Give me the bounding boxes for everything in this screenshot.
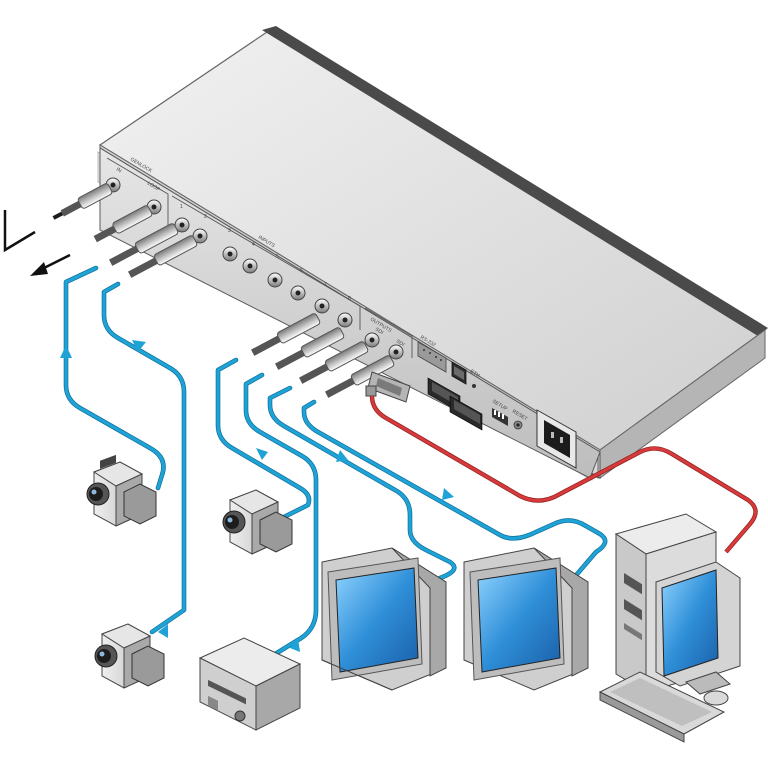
power-inlet	[536, 409, 577, 469]
cable-output-2-to-monitor-2	[302, 400, 607, 582]
cable-arrow-3	[158, 624, 168, 638]
output-sdi-label: SDI	[374, 327, 384, 336]
bnc-plug-output-1	[299, 341, 369, 384]
input-number-2: 2	[204, 214, 207, 220]
bnc-plug-genlock-loop	[93, 205, 153, 243]
bnc-plug-genlock-in	[52, 183, 113, 220]
input-number-8: 8	[348, 296, 351, 302]
media-player-icon	[198, 637, 302, 731]
genlock-section-border	[106, 157, 169, 236]
bnc-socket-in-3	[222, 246, 238, 262]
bnc-socket-in-7	[314, 298, 330, 314]
inputs-section-border	[171, 195, 361, 330]
input-number-1: 1	[180, 204, 183, 210]
cable-camera-3-to-input-7	[216, 358, 311, 522]
mouse-icon	[703, 690, 729, 706]
unit-top-rim	[262, 26, 768, 336]
camera-3-icon	[222, 489, 293, 555]
bnc-plug-input-8	[275, 327, 345, 370]
outputs-section-border	[364, 307, 413, 358]
bnc-socket-in-4	[242, 258, 258, 274]
ethernet-label: ETH	[469, 369, 481, 379]
bnc-plug-input-7	[251, 313, 321, 356]
bnc-socket-in-8	[337, 312, 353, 328]
rs232-port-shell	[417, 341, 447, 373]
bnc-plugs	[52, 183, 395, 398]
loop-output-arrow-icon	[30, 253, 71, 276]
cable-arrow-5	[290, 638, 300, 652]
cable-arrow-2	[132, 340, 146, 352]
bnc-socket-out-1	[364, 332, 380, 348]
input-number-6: 6	[300, 268, 303, 274]
cable-arrow-1	[60, 345, 72, 358]
genlock-in-label: IN	[115, 167, 123, 175]
cable-camera-1-to-input-1	[64, 266, 166, 490]
ethernet-port: ETH	[451, 361, 481, 388]
cable-camera-2-to-input-2	[102, 282, 186, 634]
cable-output-1-to-monitor-1	[268, 386, 456, 590]
cable-arrow-7	[442, 488, 454, 500]
db9-plug	[365, 371, 411, 403]
input-number-7: 7	[324, 282, 327, 288]
bnc-socket-in-6	[290, 285, 306, 301]
bnc-socket-out-2	[388, 344, 404, 360]
cable-player-to-input-8	[244, 373, 318, 658]
bnc-socket-in-1	[174, 217, 190, 233]
output-sdi2-label: SDI	[395, 339, 405, 348]
cable-arrow-6	[336, 450, 348, 462]
input-number-4: 4	[252, 242, 255, 248]
bnc-plug-input-1	[109, 223, 179, 266]
keyboard-icon	[598, 671, 726, 743]
cable-rs232-to-pc	[370, 395, 757, 553]
bnc-sockets	[105, 177, 404, 360]
antenna-icon	[3, 210, 36, 253]
cable-arrow-4	[256, 448, 268, 460]
input-number-5: 5	[276, 254, 279, 260]
control-cable	[369, 395, 758, 554]
video-cables	[60, 265, 608, 659]
pc-monitor-icon	[655, 561, 741, 695]
monitor-2-icon	[463, 547, 589, 691]
bnc-plug-input-2	[128, 235, 198, 278]
terminal-block-2	[449, 395, 483, 431]
camera-1-icon	[86, 454, 157, 527]
bnc-socket-in-5	[267, 272, 283, 288]
input-number-3: 3	[228, 228, 231, 234]
camera-2-icon	[94, 623, 165, 689]
monitor-1-icon	[321, 547, 447, 691]
